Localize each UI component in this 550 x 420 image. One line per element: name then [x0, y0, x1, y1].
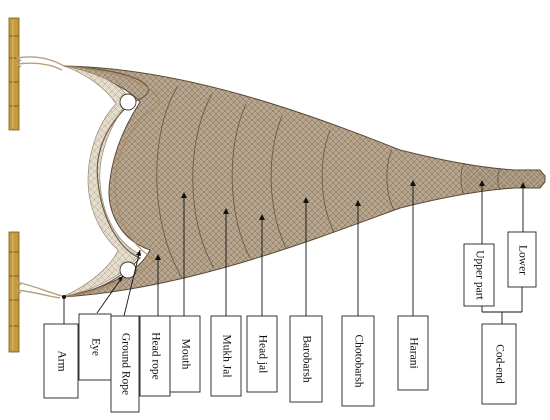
label-harani-text: Harani [407, 337, 419, 368]
label-barobarsh-text: Barobarsh [300, 335, 312, 383]
label-arm-text: Arm [55, 350, 67, 371]
label-mouth: Mouth [169, 315, 201, 393]
label-upper-part: Upper part [463, 243, 495, 307]
label-cod-end-text: Cod-end [493, 344, 505, 384]
cod-end-mesh [464, 163, 545, 194]
tie-ropes [14, 55, 65, 299]
label-chotobarsh-text: Chotobarsh [352, 334, 364, 387]
label-cod-end: Cod-end [481, 323, 517, 405]
label-head-rope: Head rope [139, 315, 171, 397]
label-ground-rope: Ground Rope [110, 315, 140, 413]
pole-top [8, 17, 20, 131]
label-eye-text: Eye [89, 338, 101, 356]
label-lower-text: Lower [516, 245, 528, 275]
label-head-jal: Head jal [246, 315, 278, 393]
pole-bottom [8, 231, 20, 353]
label-lower: Lower [507, 231, 537, 288]
eye-float-bottom [119, 261, 137, 279]
label-barobarsh: Barobarsh [289, 315, 323, 403]
label-eye: Eye [78, 313, 112, 381]
label-mouth-text: Mouth [179, 339, 191, 370]
label-chotobarsh: Chotobarsh [341, 315, 375, 407]
label-ground-rope-text: Ground Rope [119, 333, 131, 395]
label-head-jal-text: Head jal [256, 335, 268, 374]
leader-lines [62, 180, 526, 324]
label-upper-part-text: Upper part [473, 250, 485, 300]
label-harani: Harani [397, 315, 429, 391]
label-mukh-jal-text: Mukh Jal [220, 334, 232, 377]
section-rings [156, 85, 501, 279]
eye-float-top [119, 93, 137, 111]
label-mukh-jal: Mukh Jal [210, 315, 242, 397]
label-head-rope-text: Head rope [149, 332, 161, 380]
label-arm: Arm [43, 323, 79, 399]
